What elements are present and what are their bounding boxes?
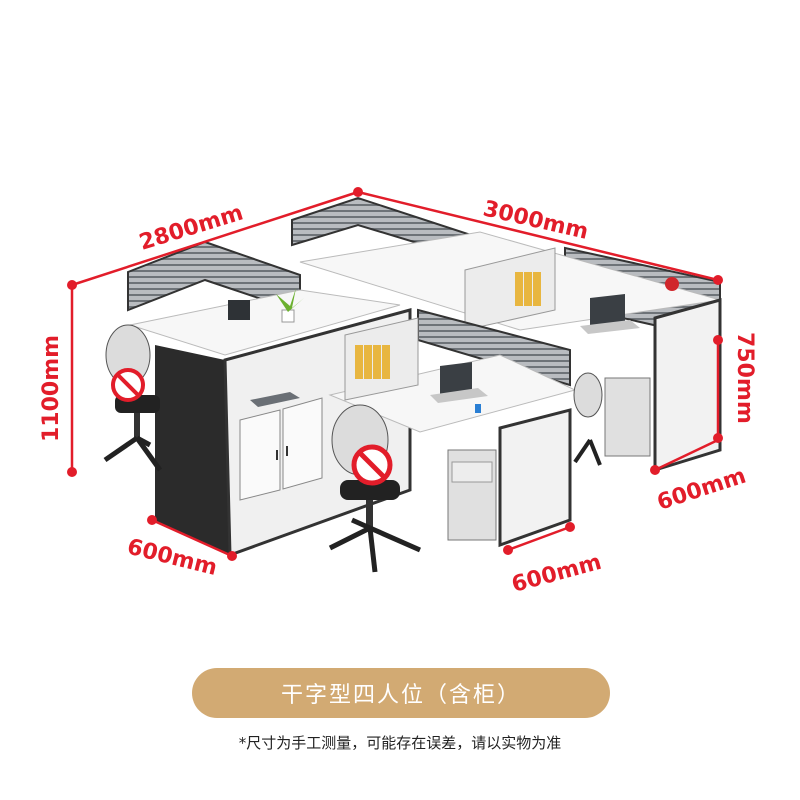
dimension-label-1100: 1100mm — [39, 335, 64, 442]
dimension-lines — [67, 187, 723, 561]
product-title: 干字型四人位（含柜） — [280, 683, 521, 708]
desk-back-right — [299, 231, 722, 473]
desk-front-right — [328, 308, 577, 548]
not-included-icon-front — [351, 444, 393, 486]
dimension-label-600-right: 600mm — [654, 464, 749, 516]
dimension-label-600-middle: 600mm — [509, 550, 604, 598]
product-title-badge: 干字型四人位（含柜） — [192, 668, 610, 718]
dimension-label-750: 750mm — [732, 332, 757, 424]
not-included-icon-left — [111, 368, 145, 402]
chair-back-right — [573, 372, 603, 466]
measurement-note: *尺寸为手工测量，可能存在误差，请以实物为准 — [238, 734, 562, 752]
